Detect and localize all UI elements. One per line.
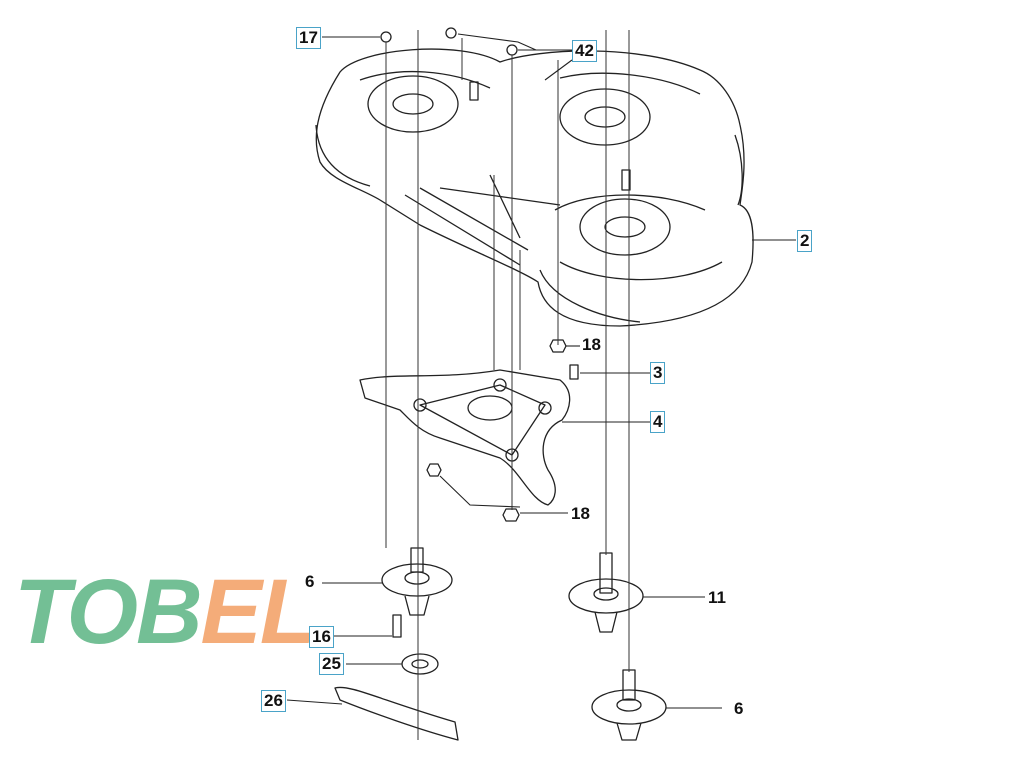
mower-deck-housing <box>315 48 754 327</box>
tobel-watermark: TOBEL <box>14 561 316 663</box>
spindle-recess-right <box>579 198 671 256</box>
nut-18-bottom-b <box>502 508 520 522</box>
axis-lines <box>385 30 630 740</box>
lower-plate-center <box>467 395 513 421</box>
leader-26 <box>286 699 343 705</box>
deck-ribbing <box>359 70 723 281</box>
bearing-25 <box>401 653 439 675</box>
spacer-3 <box>569 364 579 380</box>
nut-18-top <box>549 339 567 353</box>
callout-42[interactable]: 42 <box>572 40 597 62</box>
callout-17[interactable]: 17 <box>296 27 321 49</box>
bolt-16 <box>392 614 402 638</box>
callout-2[interactable]: 2 <box>797 230 813 252</box>
washer-17 <box>380 31 392 43</box>
leader-18-bottom <box>439 475 568 514</box>
spindle-recess-left-inner <box>392 93 434 115</box>
callout-18-top[interactable]: 18 <box>582 335 601 354</box>
lower-plate-struts <box>419 384 546 456</box>
lower-deck-plate <box>359 369 571 506</box>
callout-11[interactable]: 11 <box>708 588 726 607</box>
callout-4[interactable]: 4 <box>650 411 666 433</box>
blade-26 <box>334 686 459 741</box>
cross-bracket <box>439 174 561 239</box>
spindle-recess-middle-inner <box>584 106 626 128</box>
stud-bolts <box>469 81 631 191</box>
spindle-recess-left <box>367 75 459 133</box>
spindle-recess-right-inner <box>604 216 646 238</box>
deck-skirt <box>315 124 743 323</box>
callout-3[interactable]: 3 <box>650 362 666 384</box>
callout-6-bottom[interactable]: 6 <box>734 699 744 718</box>
spindle-recess-middle <box>559 88 651 146</box>
callout-26[interactable]: 26 <box>261 690 286 712</box>
leader-42 <box>457 33 573 81</box>
washer-42b <box>506 44 518 56</box>
nut-18-bottom-a <box>426 463 442 477</box>
callout-18-bottom[interactable]: 18 <box>571 504 590 523</box>
callout-16[interactable]: 16 <box>309 626 334 648</box>
callout-6-top[interactable]: 6 <box>305 572 315 591</box>
washer-42a <box>445 27 457 39</box>
callout-25[interactable]: 25 <box>319 653 344 675</box>
spindle-6-bottom-right <box>591 669 667 741</box>
spindle-11-right <box>568 552 644 633</box>
deck-rail <box>404 187 529 266</box>
spindle-6-left <box>381 547 453 616</box>
